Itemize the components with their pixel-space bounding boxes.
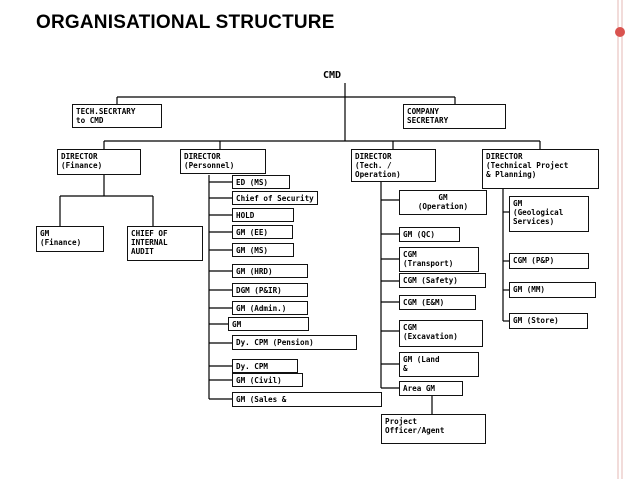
- node-personnel-6: DGM (P&IR): [232, 283, 308, 297]
- node-personnel-9: Dy. CPM (Pension): [232, 335, 357, 350]
- node-personnel-4: GM (MS): [232, 243, 294, 257]
- node-personnel-12: GM (Sales &: [232, 392, 382, 407]
- node-tech-project-3: GM (Store): [509, 313, 588, 329]
- node-operation-3: CGM (Safety): [399, 273, 486, 288]
- node-director-finance: DIRECTOR (Finance): [57, 149, 141, 175]
- node-tech-secretary: TECH.SECRTARY to CMD: [72, 104, 162, 128]
- node-company-secretary: COMPANY SECRETARY: [403, 104, 506, 129]
- node-operation-2: CGM (Transport): [399, 247, 479, 272]
- node-director-tech-operation: DIRECTOR (Tech. / Operation): [351, 149, 436, 182]
- accent-dot: [615, 27, 625, 37]
- node-tech-project-2: GM (MM): [509, 282, 596, 298]
- node-personnel-1: Chief of Security: [232, 191, 318, 205]
- node-operation-5: CGM (Excavation): [399, 320, 483, 347]
- node-director-personnel: DIRECTOR (Personnel): [180, 149, 266, 174]
- node-personnel-8: GM: [228, 317, 309, 331]
- node-operation-4: CGM (E&M): [399, 295, 476, 310]
- node-operation-7: Area GM: [399, 381, 463, 396]
- node-chief-internal-audit: CHIEF OF INTERNAL AUDIT: [127, 226, 203, 261]
- node-personnel-7: GM (Admin.): [232, 301, 308, 315]
- node-personnel-5: GM (HRD): [232, 264, 308, 278]
- node-tech-project-0: GM (Geological Services): [509, 196, 589, 232]
- node-operation-6: GM (Land &: [399, 352, 479, 377]
- node-operation-0: GM (Operation): [399, 190, 487, 215]
- node-project-officer: Project Officer/Agent: [381, 414, 486, 444]
- node-gm-finance: GM (Finance): [36, 226, 104, 252]
- node-operation-1: GM (QC): [399, 227, 460, 242]
- node-personnel-0: ED (MS): [232, 175, 290, 189]
- node-tech-project-1: CGM (P&P): [509, 253, 589, 269]
- decorative-border: [615, 0, 625, 479]
- node-personnel-2: HOLD: [232, 208, 294, 222]
- node-personnel-10: Dy. CPM: [232, 359, 298, 373]
- node-director-technical-project: DIRECTOR (Technical Project & Planning): [482, 149, 599, 189]
- node-cmd: CMD: [323, 70, 342, 81]
- page-title: ORGANISATIONAL STRUCTURE: [36, 12, 335, 33]
- node-personnel-11: GM (Civil): [232, 373, 303, 387]
- node-personnel-3: GM (EE): [232, 225, 293, 239]
